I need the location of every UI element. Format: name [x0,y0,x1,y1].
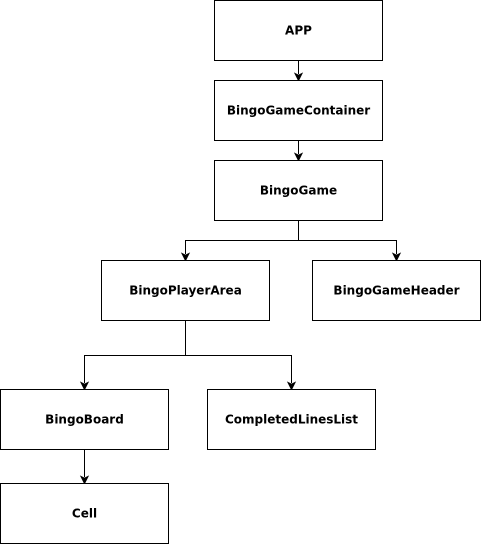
node-completed-lines-list: CompletedLinesList [207,389,376,450]
edge-app-to-bingo-game-container [293,60,304,82]
node-bingo-game-container: BingoGameContainer [214,80,383,141]
node-bingo-game-container-box [214,80,383,141]
node-bingo-game: BingoGame [214,160,383,221]
edge-line [185,220,299,254]
node-completed-lines-list-box [207,389,376,450]
edge-bingo-player-area-to-bingo-board [79,320,186,391]
edge-bingo-game-container-to-bingo-game [293,140,304,162]
node-bingo-board: BingoBoard [0,389,169,450]
node-app: APP [214,0,383,61]
edge-line [84,320,186,383]
node-bingo-player-area-box [101,260,270,321]
arrowhead-icon [293,152,304,162]
edge-bingo-game-to-bingo-player-area [180,220,299,262]
arrowhead-icon [180,252,191,262]
edge-line [298,240,397,254]
arrowhead-icon [79,381,90,391]
edges-layer [79,60,402,485]
arrowhead-icon [391,252,402,262]
arrowhead-icon [286,381,297,391]
node-app-label: APP [285,24,312,38]
edge-line [185,355,292,383]
edge-bingo-game-to-bingo-game-header [298,240,402,262]
node-bingo-board-label: BingoBoard [45,413,124,427]
node-bingo-board-box [0,389,169,450]
node-bingo-game-header-box [312,260,481,321]
edge-bingo-board-to-cell [79,449,90,485]
node-cell-box [0,483,169,544]
node-bingo-game-header-label: BingoGameHeader [333,284,459,298]
node-app-box [214,0,383,61]
node-bingo-game-header: BingoGameHeader [312,260,481,321]
node-bingo-game-label: BingoGame [260,184,337,198]
node-bingo-player-area: BingoPlayerArea [101,260,270,321]
node-cell-label: Cell [72,507,97,521]
node-completed-lines-list-label: CompletedLinesList [225,413,358,427]
node-bingo-game-container-label: BingoGameContainer [227,104,370,118]
arrowhead-icon [79,475,90,485]
node-bingo-player-area-label: BingoPlayerArea [129,284,242,298]
node-cell: Cell [0,483,169,544]
node-bingo-game-box [214,160,383,221]
arrowhead-icon [293,72,304,82]
edge-bingo-player-area-to-completed-lines-list [185,355,297,391]
